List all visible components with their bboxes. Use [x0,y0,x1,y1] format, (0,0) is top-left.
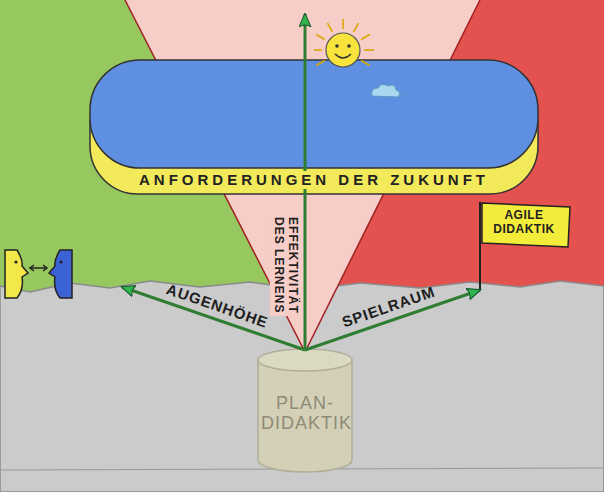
double-arrow-heads [30,265,47,271]
plan-cylinder-text: PLAN- DIDAKTIK [261,394,349,434]
future-band: ANFORDERUNGEN DER ZUKUNFT [88,58,540,198]
agile-flag: AGILE DIDAKTIK [476,200,574,290]
cylinder-top [258,349,352,371]
cloud-symbol [372,84,412,97]
blue-face [49,250,72,298]
arrow-label-holder: AUGENHÖHE [164,297,271,315]
sun-rays [314,19,374,66]
cylinder-body [258,360,352,472]
face-eye [14,260,17,263]
flag-pole [479,202,481,289]
band-top [90,60,538,168]
faces-symbol [5,250,72,298]
sun-smile [335,54,351,58]
edge-label-holder: SPIELRAUM [340,299,437,316]
sun-eye [335,44,339,48]
sun-eye [347,44,351,48]
flag-cloth [482,203,570,247]
axis-label: EFFEKTIVITÄT DES LERNENS [269,215,300,316]
sun-symbol [314,19,374,67]
double-arrow [31,267,46,269]
yellow-face [5,250,28,298]
agile-flag-text: AGILE DIDAKTIK [489,209,559,237]
sun-disc [326,33,360,67]
effectiveness-arrow [304,14,307,350]
future-band-text: ANFORDERUNGEN DER ZUKUNFT [136,171,492,189]
plan-cylinder: PLAN- DIDAKTIK [256,348,354,474]
face-eye [59,260,62,263]
axis-label-holder: EFFEKTIVITÄT DES LERNENS [235,250,336,281]
